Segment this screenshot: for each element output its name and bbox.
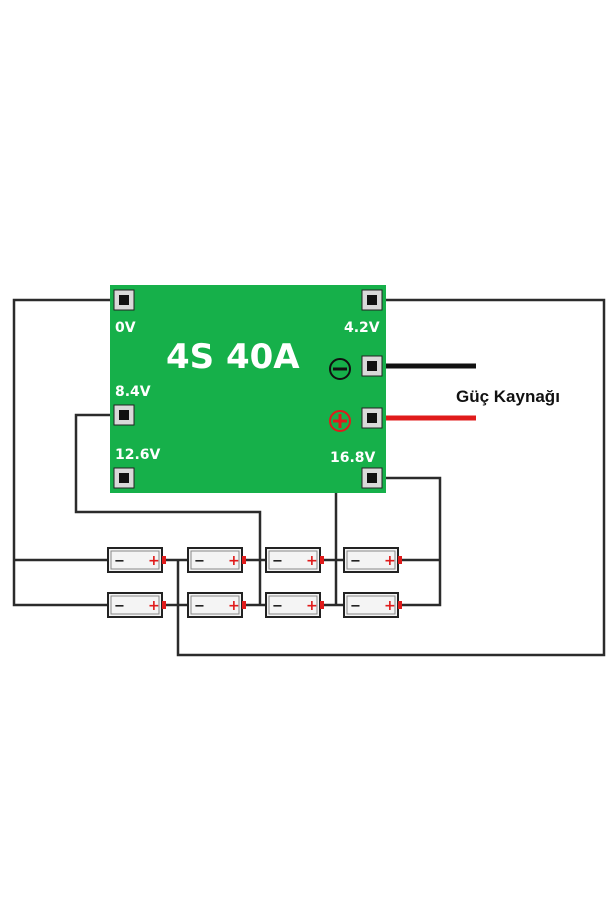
power-supply-label: Güç Kaynağı bbox=[456, 387, 560, 406]
pin-label-4-2v: 4.2V bbox=[344, 320, 380, 336]
battery-body bbox=[107, 592, 163, 618]
wire-0v bbox=[12, 298, 124, 607]
battery-positive-sign: + bbox=[148, 598, 160, 614]
pin-12-6v bbox=[113, 467, 135, 489]
battery-terminal bbox=[320, 556, 324, 564]
pin-label-8-4v: 8.4V bbox=[115, 384, 151, 400]
battery-inner bbox=[190, 550, 240, 570]
pin-0v bbox=[113, 289, 135, 311]
battery-negative-sign: − bbox=[350, 599, 361, 614]
battery-terminal bbox=[398, 601, 402, 609]
battery-positive-sign: + bbox=[384, 598, 396, 614]
battery-inner bbox=[346, 550, 396, 570]
battery-positive-sign: + bbox=[306, 598, 318, 614]
pin-4-2v bbox=[361, 289, 383, 311]
battery-negative-sign: − bbox=[272, 554, 283, 569]
battery-body bbox=[187, 592, 243, 618]
battery-positive-sign: + bbox=[384, 553, 396, 569]
battery-cell: −+ bbox=[343, 547, 402, 573]
battery-inner bbox=[190, 595, 240, 615]
battery-negative-sign: − bbox=[114, 599, 125, 614]
battery-inner bbox=[268, 550, 318, 570]
pin-negative bbox=[361, 355, 383, 377]
board-title: 4S 40A bbox=[166, 337, 300, 377]
pin-8-4v bbox=[113, 404, 135, 426]
battery-terminal bbox=[242, 601, 246, 609]
bms-board bbox=[110, 285, 386, 493]
battery-negative-sign: − bbox=[350, 554, 361, 569]
battery-negative-sign: − bbox=[194, 599, 205, 614]
battery-inner bbox=[110, 595, 160, 615]
battery-positive-sign: + bbox=[228, 553, 240, 569]
battery-body bbox=[187, 547, 243, 573]
battery-negative-sign: − bbox=[194, 554, 205, 569]
minus-symbol-icon bbox=[329, 358, 351, 380]
battery-positive-sign: + bbox=[148, 553, 160, 569]
battery-cell: −+ bbox=[343, 592, 402, 618]
wire-8-4v bbox=[74, 413, 262, 605]
battery-cell: −+ bbox=[107, 592, 166, 618]
battery-body bbox=[343, 547, 399, 573]
wire-16-8v bbox=[372, 476, 442, 607]
battery-body bbox=[343, 592, 399, 618]
battery-negative-sign: − bbox=[272, 599, 283, 614]
battery-cell: −+ bbox=[187, 592, 246, 618]
pin-16-8v bbox=[361, 467, 383, 489]
pin-label-12-6v: 12.6V bbox=[115, 447, 161, 463]
battery-terminal bbox=[162, 556, 166, 564]
plus-symbol-icon bbox=[329, 410, 351, 432]
battery-terminal bbox=[398, 556, 402, 564]
battery-pack: −+−+−+−+−+−+−+−+ bbox=[107, 547, 402, 618]
pin-label-0v: 0V bbox=[115, 320, 136, 336]
battery-cell: −+ bbox=[265, 592, 324, 618]
wire-4-2v bbox=[176, 298, 606, 657]
battery-inner bbox=[110, 550, 160, 570]
battery-cell: −+ bbox=[187, 547, 246, 573]
battery-terminal bbox=[320, 601, 324, 609]
battery-negative-sign: − bbox=[114, 554, 125, 569]
battery-cell: −+ bbox=[265, 547, 324, 573]
wire-12-6v bbox=[124, 476, 338, 605]
battery-terminal bbox=[242, 556, 246, 564]
battery-inner bbox=[346, 595, 396, 615]
battery-inner bbox=[268, 595, 318, 615]
battery-terminal bbox=[162, 601, 166, 609]
battery-cell: −+ bbox=[107, 547, 166, 573]
pin-label-16-8v: 16.8V bbox=[330, 450, 376, 466]
battery-positive-sign: + bbox=[228, 598, 240, 614]
pin-positive bbox=[361, 407, 383, 429]
battery-positive-sign: + bbox=[306, 553, 318, 569]
